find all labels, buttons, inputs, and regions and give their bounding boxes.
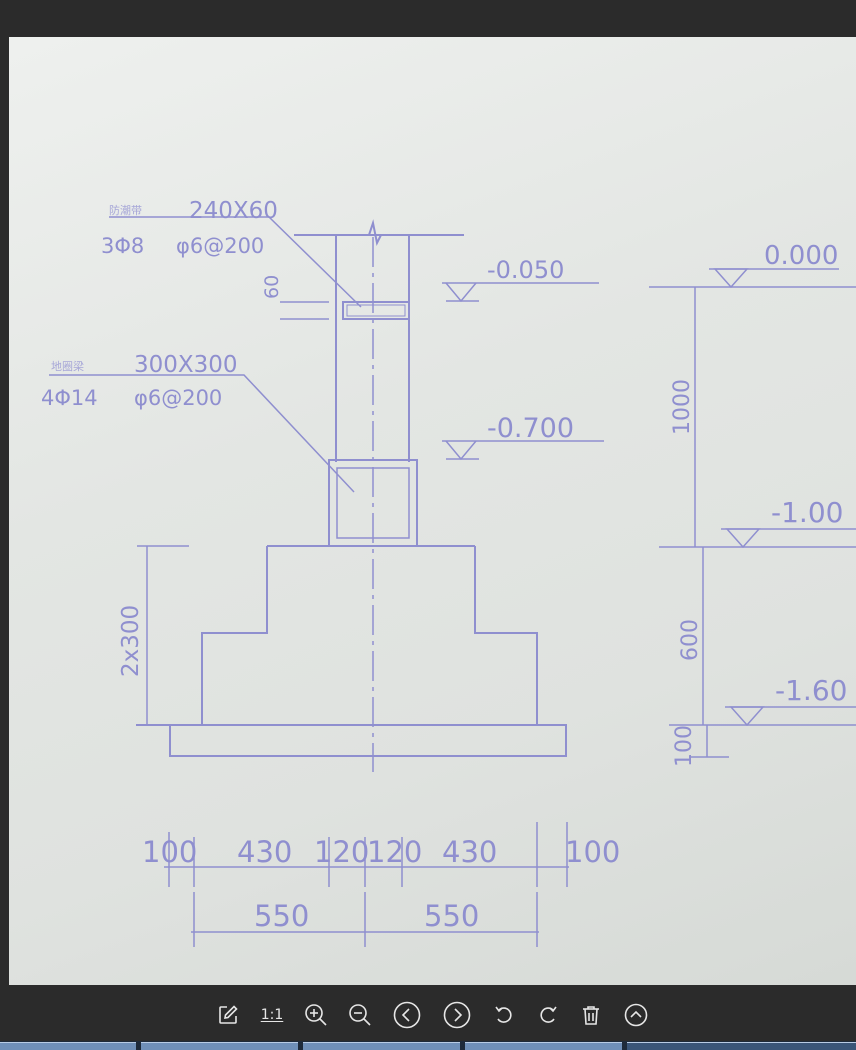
foundation-section-drawing: 防潮带 240X60 3Φ8 φ6@200 60 地圈梁 300X300 4Φ1…	[41, 198, 856, 947]
taskbar-item[interactable]	[141, 1042, 298, 1050]
photo-canvas[interactable]: 防潮带 240X60 3Φ8 φ6@200 60 地圈梁 300X300 4Φ1…	[9, 37, 856, 985]
bottom-dim-row1-item: 100	[565, 835, 620, 869]
ring-beam-stirrup-label: φ6@200	[176, 234, 264, 258]
trash-icon[interactable]	[578, 1002, 604, 1028]
footing-height-label: 2x300	[118, 605, 144, 677]
chevron-left-icon[interactable]	[393, 1001, 421, 1029]
ring-beam-cn-label: 防潮带	[109, 203, 142, 217]
bottom-dim-row1-item: 120	[314, 835, 369, 869]
elevation-label-right-mid: -1.00	[771, 496, 843, 529]
actual-size-label: 1:1	[260, 1007, 284, 1023]
bottom-dim-row2-item: 550	[424, 899, 479, 933]
zoom-in-icon[interactable]	[303, 1002, 329, 1028]
os-taskbar	[0, 1041, 856, 1050]
bottom-dim-row1-item: 100	[142, 835, 197, 869]
elevation-label-right-top: 0.000	[764, 241, 838, 271]
ground-beam-stirrup-label: φ6@200	[134, 386, 222, 410]
ring-beam-height-label: 60	[261, 275, 283, 299]
bottom-dim-row2-item: 550	[254, 899, 309, 933]
rotate-left-icon[interactable]	[491, 1002, 517, 1028]
chevron-up-icon[interactable]	[623, 1002, 649, 1028]
ground-beam-size-label: 300X300	[134, 352, 238, 378]
taskbar-item[interactable]	[627, 1042, 856, 1050]
rotate-right-icon[interactable]	[535, 1002, 561, 1028]
bottom-dim-row1-item: 430	[442, 835, 497, 869]
bottom-dim-row1-item: 120	[367, 835, 422, 869]
right-dim-1000: 1000	[670, 379, 695, 435]
chevron-right-icon[interactable]	[443, 1001, 471, 1029]
ground-beam-cn-label: 地圈梁	[51, 359, 84, 373]
taskbar-item[interactable]	[0, 1042, 136, 1050]
taskbar-item[interactable]	[465, 1042, 622, 1050]
ground-beam-rebar-label: 4Φ14	[41, 386, 98, 410]
right-dim-600: 600	[678, 619, 703, 661]
edit-icon[interactable]	[215, 1002, 241, 1028]
elevation-label-left-top: -0.050	[487, 256, 564, 284]
ring-beam-rebar-label: 3Φ8	[101, 234, 144, 258]
bottom-dim-row1-item: 430	[237, 835, 292, 869]
elevation-label-left-mid: -0.700	[487, 413, 574, 444]
viewer-toolbar: 1:1	[0, 985, 856, 1041]
right-dim-100: 100	[672, 725, 697, 767]
elevation-label-right-bot: -1.60	[775, 674, 847, 707]
ring-beam-size-label: 240X60	[189, 198, 278, 224]
actual-size-button[interactable]: 1:1	[258, 1002, 286, 1028]
taskbar-item[interactable]	[303, 1042, 460, 1050]
zoom-out-icon[interactable]	[347, 1002, 373, 1028]
